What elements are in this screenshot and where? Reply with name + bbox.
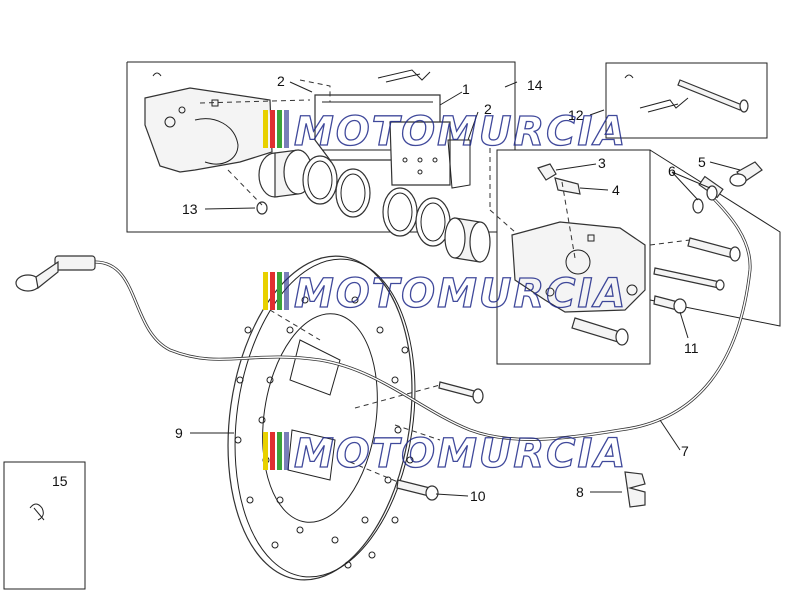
retaining-clip [29, 503, 45, 521]
piston-left [258, 149, 313, 198]
callout-2a: 2 [277, 73, 285, 89]
caliper-bolt-lower [571, 317, 629, 346]
caliper-body-box [496, 149, 651, 365]
caliper-bolt-11 [653, 295, 687, 314]
callout-10: 10 [470, 488, 486, 504]
callout-8: 8 [576, 484, 584, 500]
callout-6: 6 [668, 163, 676, 179]
bleed-cap [537, 163, 557, 181]
piston-right [444, 217, 491, 263]
disc-bolt-10 [396, 479, 439, 501]
copper-washers [692, 185, 718, 214]
watermark-middle: MOTOMURCIA [263, 270, 627, 318]
callout-labels: 1 2 2 3 4 5 6 7 8 9 10 11 12 13 14 15 [52, 73, 706, 504]
callout-leaders [190, 81, 741, 497]
callout-3: 3 [598, 155, 606, 171]
watermark-top: MOTOMURCIA [263, 108, 627, 156]
hose-clip [624, 471, 646, 508]
banjo-bolt [729, 161, 763, 187]
pad-spring [377, 69, 689, 189]
caliper-housing [144, 72, 273, 173]
callout-4: 4 [612, 182, 620, 198]
callout-14: 14 [527, 77, 543, 93]
callout-9: 9 [175, 425, 183, 441]
seal-3 [382, 187, 418, 237]
seal-2 [335, 168, 371, 218]
mounting-bolt-upper [687, 237, 741, 262]
callout-13: 13 [182, 201, 198, 217]
pin-kit-box [605, 62, 768, 139]
callout-5: 5 [698, 154, 706, 170]
callout-11: 11 [684, 340, 699, 356]
callout-1: 1 [462, 81, 470, 97]
bleed-valve [554, 177, 581, 195]
callout-2b: 2 [484, 101, 492, 117]
seal-1 [302, 155, 338, 205]
assembly-guide-lines [199, 79, 691, 483]
callout-7: 7 [681, 443, 689, 459]
caliper-assembly-box [126, 61, 516, 233]
watermark-text: MOTOMURCIA [294, 431, 627, 477]
callout-15: 15 [52, 473, 68, 489]
watermark-text: MOTOMURCIA [294, 271, 627, 317]
disc-bolt-upper [438, 381, 484, 404]
brake-disc [227, 255, 416, 581]
seal-4 [415, 197, 451, 247]
pad-retaining-pin [624, 74, 749, 113]
guide-pin-bolt [653, 267, 725, 291]
brake-pad-right [389, 121, 451, 186]
brake-hose [15, 175, 752, 441]
o-ring-small [256, 201, 268, 215]
clip-box [3, 461, 86, 590]
watermark-bottom: MOTOMURCIA [263, 430, 627, 478]
caliper-body [511, 221, 646, 313]
watermark-text: MOTOMURCIA [294, 109, 627, 155]
callout-12: 12 [568, 107, 584, 123]
